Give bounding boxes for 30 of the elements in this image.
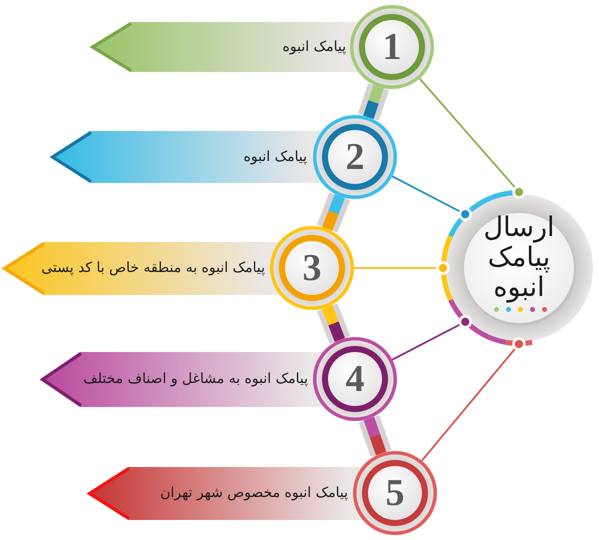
banner-text: پیامک انبوه مخصوص شهر تهران: [160, 484, 348, 503]
chain-link: [358, 83, 390, 121]
step-number: 5: [386, 474, 404, 512]
number-circle: [353, 451, 437, 535]
arrow-banner: [90, 22, 360, 72]
chain-link: [358, 414, 392, 458]
number-circle: [270, 226, 354, 310]
chain-link: [316, 303, 350, 344]
number-circle: [313, 337, 397, 421]
connector-line: [354, 261, 450, 275]
arrow-banner: [40, 352, 324, 407]
step-number: 3: [302, 249, 322, 287]
number-circle: [313, 115, 397, 199]
connector-line: [419, 78, 526, 199]
step-number: 1: [382, 28, 402, 66]
hub-title: ارسال پیامک انبوه: [482, 212, 556, 304]
banner-text: پیامک انبوه: [282, 38, 346, 56]
arrow-banner: [50, 131, 323, 183]
chain-link: [316, 192, 350, 233]
step-number: 2: [346, 138, 364, 176]
banner-text: پیامک انبوه به مشاغل و اصناف مختلف: [83, 370, 308, 389]
banner-text: پیامک انبوه به منطقه خاص با کد پستی: [41, 259, 265, 278]
connector-line: [392, 176, 472, 221]
step-number: 4: [346, 360, 364, 398]
arrow-banner: [2, 242, 280, 295]
connector-line: [392, 315, 472, 360]
connector-line: [421, 337, 526, 462]
arrow-banner: [87, 467, 364, 520]
banner-text: پیامک انبوه: [244, 148, 307, 166]
number-circle: [350, 5, 434, 89]
